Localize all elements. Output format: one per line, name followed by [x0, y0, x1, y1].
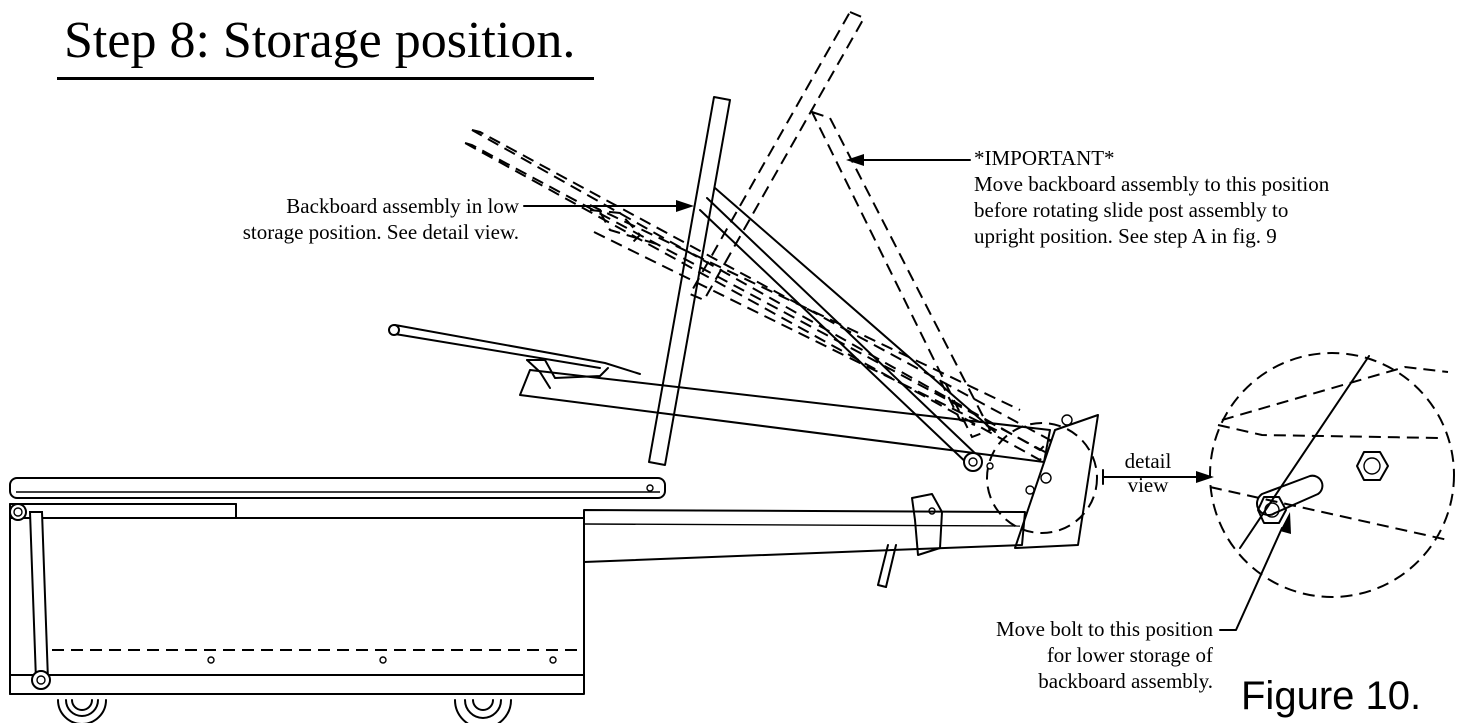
page-title: Step 8: Storage position. [64, 12, 576, 69]
bolt-head [1257, 496, 1287, 524]
phantom-positions [464, 10, 1052, 462]
figure-label: Figure 10. [1241, 674, 1422, 718]
important-line4: upright position. See step A in fig. 9 [974, 224, 1277, 248]
bolt-slot [1255, 474, 1324, 516]
wheel-left [57, 699, 107, 723]
title-underline [57, 77, 594, 80]
detail-view-label: detail view [1103, 449, 1193, 497]
cart-cabinet [9, 517, 585, 695]
detail-view-line1: detail [1124, 449, 1172, 473]
base-cart [9, 477, 666, 723]
cart-deck [9, 477, 666, 499]
backboard-low-line2: storage position. See detail view. [242, 220, 519, 244]
wheel-right [454, 699, 512, 723]
move-bolt-callout: Move bolt to this position for lower sto… [996, 616, 1213, 694]
detail-view-enlarged [1102, 352, 1455, 598]
leader-lines [523, 154, 1291, 631]
move-bolt-line1: Move bolt to this position [995, 617, 1213, 641]
backboard-low-callout: Backboard assembly in low storage positi… [243, 193, 519, 245]
backboard-low-line1: Backboard assembly in low [286, 194, 519, 218]
important-callout: *IMPORTANT* Move backboard assembly to t… [974, 145, 1329, 249]
detail-circle-large [1209, 352, 1455, 598]
move-bolt-line3: backboard assembly. [1038, 669, 1213, 693]
important-line2: Move backboard assembly to this position [974, 172, 1330, 196]
detail-view-line2: view [1127, 473, 1169, 497]
important-line3: before rotating slide post assembly to [974, 198, 1289, 222]
hinge-strut [28, 511, 50, 681]
backboard-low-storage [648, 96, 731, 466]
hex-nut [1356, 451, 1389, 481]
move-bolt-line2: for lower storage of [1046, 643, 1213, 667]
detail-circle-small [986, 422, 1098, 534]
important-heading: *IMPORTANT* [974, 146, 1115, 170]
slide-post [583, 493, 1026, 588]
